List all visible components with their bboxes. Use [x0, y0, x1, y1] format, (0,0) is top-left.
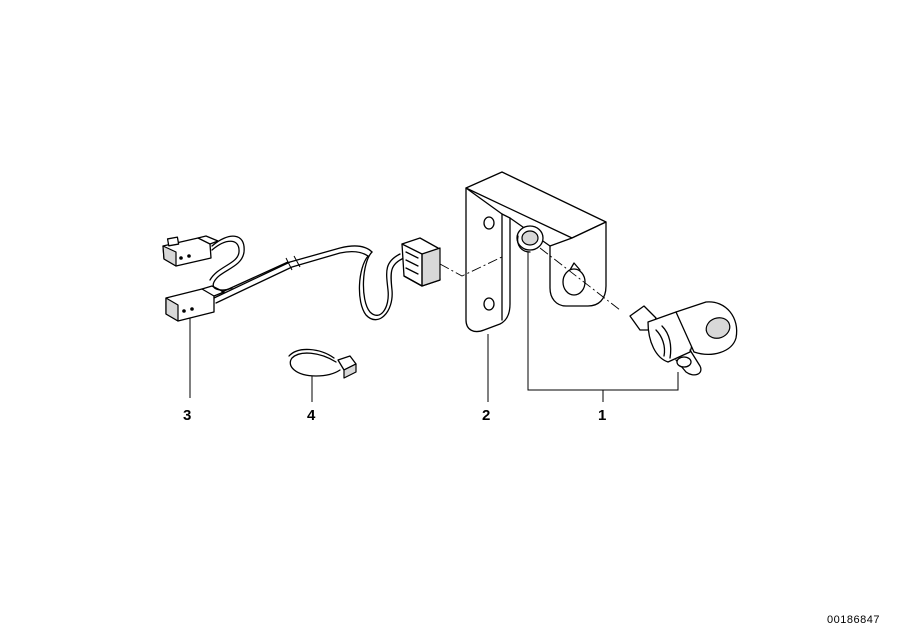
mounting-bracket: [465, 171, 607, 333]
harness-connector-right: [401, 237, 441, 287]
callout-1: 1: [598, 407, 607, 424]
alignment-line-connector: [439, 255, 505, 277]
harness-connector-upper: [162, 235, 219, 267]
harness-connector-lower: [165, 285, 225, 322]
callout-2: 2: [482, 407, 491, 424]
callout-4: 4: [307, 407, 316, 424]
alignment-line-socket: [539, 247, 621, 311]
cable-tie: [288, 348, 357, 379]
mounting-nut: [516, 225, 544, 253]
power-socket: [629, 301, 738, 376]
callout-3: 3: [183, 407, 192, 424]
document-number: 00186847: [827, 614, 880, 626]
wiring-harness: [162, 235, 441, 322]
